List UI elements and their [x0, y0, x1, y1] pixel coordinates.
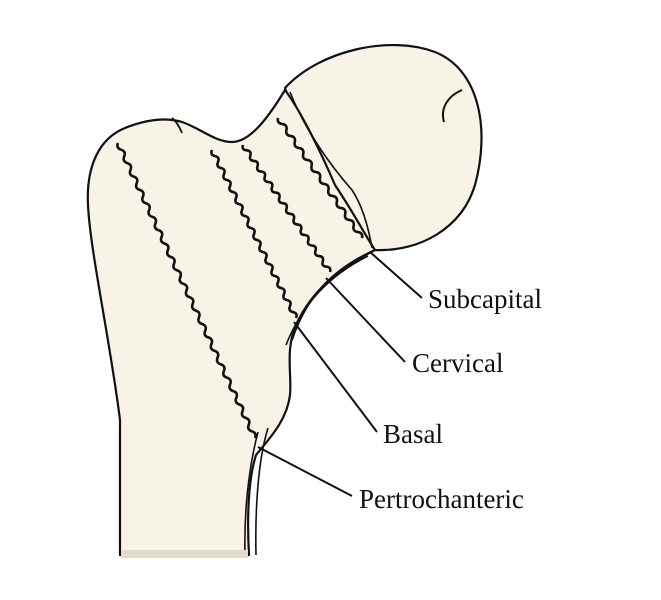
- subcapital-fracture-line: [276, 117, 364, 239]
- intertrochanteric-line-outer: [255, 427, 269, 556]
- subcapital-leader-line: [369, 251, 423, 299]
- basal-leader-line: [293, 321, 378, 433]
- cervical-fracture-line: [241, 144, 332, 273]
- intertrochanteric-line-inner: [244, 431, 259, 556]
- head-neck-junction: [289, 91, 373, 249]
- neck-arc-inner: [285, 255, 369, 346]
- trochanter-notch: [171, 117, 183, 134]
- pertrochanteric-fracture-line: [116, 142, 257, 439]
- cervical-label: Cervical: [412, 348, 504, 378]
- basal-label: Basal: [383, 419, 443, 449]
- subcapital-label: Subcapital: [428, 284, 542, 314]
- pertrochanteric-leader-line: [257, 446, 353, 497]
- shaft-bottom-shadow: [121, 550, 248, 558]
- fovea-notch: [442, 89, 463, 123]
- pertrochanteric-label: Pertrochanteric: [359, 484, 524, 514]
- cervical-leader-line: [325, 277, 406, 363]
- basal-fracture-line: [210, 149, 298, 319]
